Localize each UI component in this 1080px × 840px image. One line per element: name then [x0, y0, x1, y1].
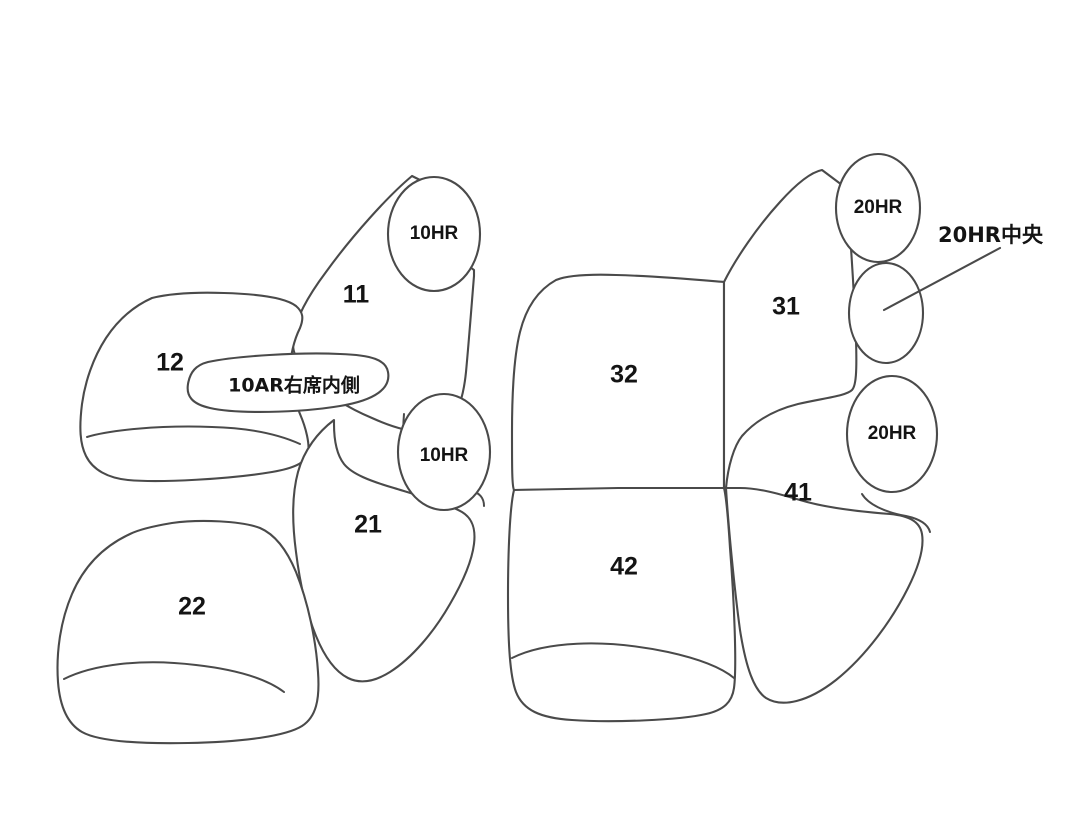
armrest-callout-front[interactable]: 10AR右席内側 — [186, 352, 390, 413]
headrest-callout-rear-lower-label: 20HR — [868, 423, 917, 444]
seat-part-22[interactable]: 22 — [56, 519, 320, 745]
seat-part-21-label: 21 — [354, 511, 382, 539]
headrest-callout-front-lower-label: 10HR — [420, 445, 469, 466]
seat-part-31[interactable]: 31 — [722, 168, 858, 490]
rear-seats-group: 32 31 42 41 20HR — [506, 152, 1044, 723]
seat-part-32-label: 32 — [610, 361, 638, 389]
seat-part-42[interactable]: 42 — [506, 486, 737, 723]
seat-part-41-seam — [861, 493, 931, 533]
headrest-callout-rear-upper[interactable]: 20HR — [834, 152, 922, 264]
headrest-callout-rear-upper-label: 20HR — [854, 197, 903, 218]
seat-part-42-outline — [506, 486, 737, 723]
armrest-callout-front-label: 10AR右席内側 — [228, 374, 360, 397]
headrest-callout-front-upper-ellipse — [386, 175, 482, 293]
headrest-callout-rear-center[interactable] — [847, 261, 925, 365]
seat-part-32-outline — [510, 273, 726, 492]
headrest-callout-front-lower[interactable]: 10HR — [396, 392, 492, 512]
seat-part-41-label: 41 — [784, 479, 812, 507]
seat-part-21[interactable]: 21 — [292, 413, 485, 683]
seat-part-11-label: 11 — [343, 281, 370, 309]
seat-part-21-outline — [292, 418, 476, 683]
annotation-rear-center-headrest[interactable]: 20HR中央 — [882, 223, 1044, 312]
headrest-callout-rear-upper-ellipse — [834, 152, 922, 264]
headrest-callout-rear-center-ellipse — [847, 261, 925, 365]
seat-part-42-label: 42 — [610, 553, 638, 581]
seat-part-22-label: 22 — [178, 593, 206, 621]
seat-part-22-seam — [63, 661, 285, 693]
seat-part-31-label: 31 — [772, 293, 800, 321]
seat-part-31-outline — [722, 168, 858, 490]
seat-part-12-label: 12 — [156, 349, 184, 377]
seat-part-22-outline — [56, 519, 320, 745]
annotation-rear-center-headrest-label: 20HR中央 — [938, 223, 1044, 247]
seat-part-32[interactable]: 32 — [510, 273, 726, 492]
headrest-callout-front-lower-ellipse — [396, 392, 492, 512]
seat-part-42-seam — [511, 642, 735, 679]
armrest-callout-front-shape — [186, 352, 390, 413]
headrest-callout-rear-lower[interactable]: 20HR — [845, 374, 939, 494]
seat-part-41[interactable]: 41 — [724, 479, 931, 704]
headrest-callout-front-upper[interactable]: 10HR — [386, 175, 482, 293]
front-seats-group: 11 12 21 22 10HR — [56, 174, 492, 745]
annotation-leader-line — [882, 246, 1002, 312]
seat-part-12-seam — [86, 425, 301, 445]
headrest-callout-front-upper-label: 10HR — [410, 223, 459, 244]
seat-part-41-outline — [724, 486, 924, 704]
headrest-callout-rear-lower-ellipse — [845, 374, 939, 494]
